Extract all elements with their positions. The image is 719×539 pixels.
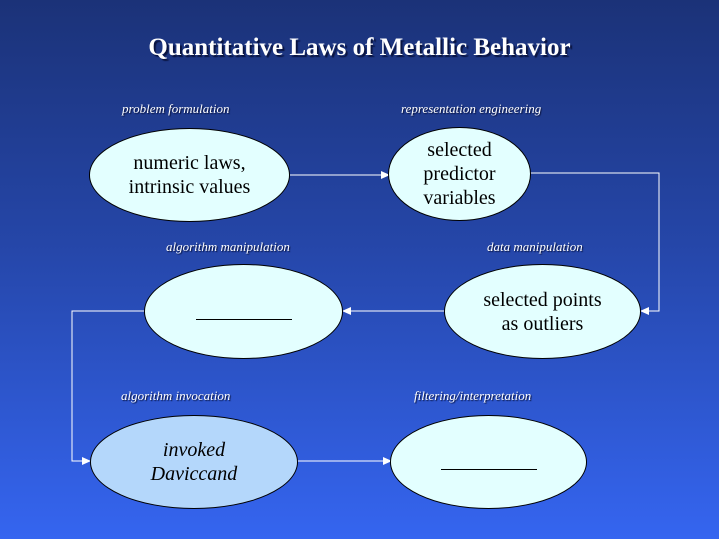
stage-label-algorithm-invocation: algorithm invocation <box>121 388 231 403</box>
stage-label-problem-formulation: problem formulation <box>122 101 230 116</box>
node-algorithm-manipulation[interactable] <box>144 264 343 359</box>
arrow-representation-to-data <box>530 172 660 315</box>
node-filtering-interpretation[interactable] <box>390 415 587 509</box>
node-text-representation-engineering: selected predictor variables <box>423 139 496 209</box>
node-text-data-manipulation: selected points as outliers <box>483 288 602 335</box>
node-data-manipulation[interactable]: selected points as outliers <box>444 264 641 359</box>
blank-line-filtering-interpretation <box>440 468 537 470</box>
arrow-manipulation-to-invocation <box>71 310 145 465</box>
stage-label-data-manipulation: data manipulation <box>487 239 583 254</box>
node-problem-formulation[interactable]: numeric laws, intrinsic values <box>89 128 290 222</box>
stage-label-algorithm-manipulation: algorithm manipulation <box>166 239 290 254</box>
stage-label-representation-engineering: representation engineering <box>401 101 542 116</box>
node-text-problem-formulation: numeric laws, intrinsic values <box>128 152 251 198</box>
slide-title: Quantitative Laws of Metallic Behavior <box>148 34 571 61</box>
node-text-algorithm-invocation: invoked Daviccand <box>150 439 238 485</box>
blank-line-algorithm-manipulation <box>195 319 292 320</box>
node-algorithm-invocation[interactable]: invoked Daviccand <box>90 415 298 509</box>
stage-label-filtering-interpretation: filtering/interpretation <box>414 388 532 403</box>
node-representation-engineering[interactable]: selected predictor variables <box>388 127 531 221</box>
